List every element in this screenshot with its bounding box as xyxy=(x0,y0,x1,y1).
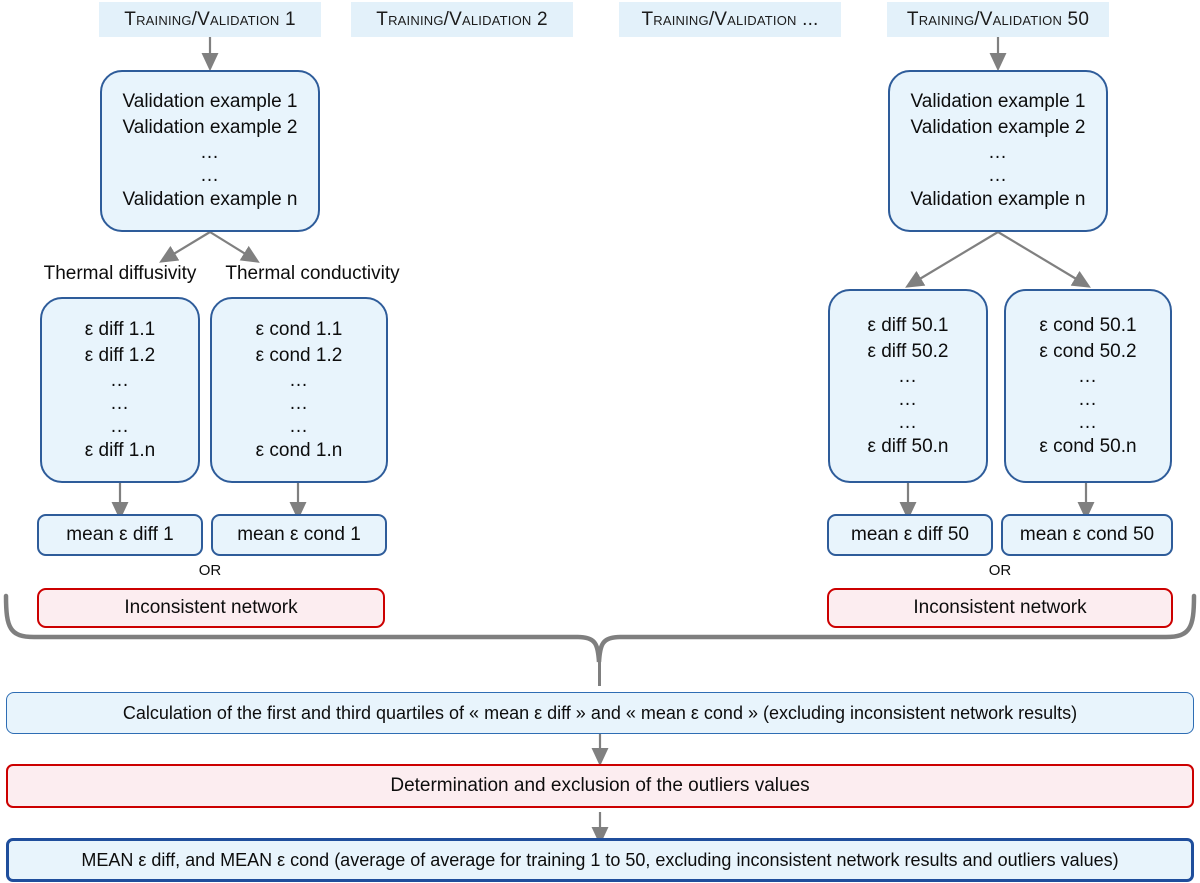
validation-line-ellipsis: … xyxy=(988,142,1008,163)
epsilon-line-ellipsis: … xyxy=(898,365,918,387)
arrow-validation50-to-diff xyxy=(905,231,999,288)
epsilon-line-ellipsis: … xyxy=(110,392,130,414)
mean-eps-diff-box-50[interactable]: mean ε diff 50 xyxy=(827,514,993,556)
epsilon-line-ellipsis: … xyxy=(289,369,309,391)
validation-examples-box-50[interactable]: Validation example 1 Validation example … xyxy=(888,70,1108,232)
epsilon-diff-box-1[interactable]: ε diff 1.1 ε diff 1.2 … … … ε diff 1.n xyxy=(40,297,200,483)
mean-eps-cond-box-1[interactable]: mean ε cond 1 xyxy=(211,514,387,556)
epsilon-line-ellipsis: … xyxy=(110,369,130,391)
epsilon-line: ε diff 1.2 xyxy=(84,344,156,366)
final-mean-result-box[interactable]: MEAN ε diff, and MEAN ε cond (average of… xyxy=(6,838,1194,882)
epsilon-line: ε diff 1.1 xyxy=(84,318,156,340)
or-label-left: OR xyxy=(198,562,222,579)
validation-line: Validation example 1 xyxy=(122,91,298,112)
epsilon-line-ellipsis: … xyxy=(1078,411,1098,433)
epsilon-line: ε diff 50.1 xyxy=(867,314,949,336)
validation-examples-box-1[interactable]: Validation example 1 Validation example … xyxy=(100,70,320,232)
header-training-validation-1[interactable]: Training/Validation 1 xyxy=(99,2,321,37)
mean-eps-diff-box-1[interactable]: mean ε diff 1 xyxy=(37,514,203,556)
epsilon-line: ε cond 50.1 xyxy=(1039,314,1137,336)
validation-line: Validation example 2 xyxy=(910,117,1086,138)
epsilon-line-ellipsis: … xyxy=(110,415,130,437)
validation-line-ellipsis: … xyxy=(200,142,220,163)
epsilon-line-ellipsis: … xyxy=(289,415,309,437)
header-training-validation-50[interactable]: Training/Validation 50 xyxy=(887,2,1109,37)
epsilon-cond-box-50[interactable]: ε cond 50.1 ε cond 50.2 … … … ε cond 50.… xyxy=(1004,289,1172,483)
epsilon-cond-box-1[interactable]: ε cond 1.1 ε cond 1.2 … … … ε cond 1.n xyxy=(210,297,388,483)
label-thermal-conductivity: Thermal conductivity xyxy=(225,263,400,284)
validation-line-ellipsis: … xyxy=(200,165,220,186)
header-training-validation-ellipsis[interactable]: Training/Validation ... xyxy=(619,2,841,37)
validation-line: Validation example n xyxy=(910,189,1086,210)
outlier-exclusion-box[interactable]: Determination and exclusion of the outli… xyxy=(6,764,1194,808)
inconsistent-network-box-left[interactable]: Inconsistent network xyxy=(37,588,385,628)
epsilon-line-ellipsis: … xyxy=(289,392,309,414)
epsilon-line: ε diff 50.2 xyxy=(867,340,949,362)
arrow-validation50-to-cond xyxy=(997,231,1091,288)
validation-line: Validation example 1 xyxy=(910,91,1086,112)
label-thermal-diffusivity: Thermal diffusivity xyxy=(43,263,197,284)
epsilon-line: ε diff 50.n xyxy=(867,435,949,457)
epsilon-line: ε diff 1.n xyxy=(84,439,156,461)
arrow-validation1-to-diff xyxy=(159,231,211,263)
validation-line: Validation example n xyxy=(122,189,298,210)
mean-eps-cond-box-50[interactable]: mean ε cond 50 xyxy=(1001,514,1173,556)
epsilon-line: ε cond 50.n xyxy=(1039,435,1137,457)
or-label-right: OR xyxy=(988,562,1012,579)
validation-line: Validation example 2 xyxy=(122,117,298,138)
inconsistent-network-box-right[interactable]: Inconsistent network xyxy=(827,588,1173,628)
header-training-validation-2[interactable]: Training/Validation 2 xyxy=(351,2,573,37)
epsilon-line-ellipsis: … xyxy=(1078,365,1098,387)
epsilon-line: ε cond 1.n xyxy=(255,439,343,461)
epsilon-line-ellipsis: … xyxy=(898,411,918,433)
epsilon-line: ε cond 1.2 xyxy=(255,344,343,366)
epsilon-line-ellipsis: … xyxy=(898,388,918,410)
validation-line-ellipsis: … xyxy=(988,165,1008,186)
epsilon-line: ε cond 50.2 xyxy=(1039,340,1137,362)
epsilon-diff-box-50[interactable]: ε diff 50.1 ε diff 50.2 … … … ε diff 50.… xyxy=(828,289,988,483)
epsilon-line-ellipsis: … xyxy=(1078,388,1098,410)
arrow-validation1-to-cond xyxy=(209,231,260,263)
quartile-calculation-box[interactable]: Calculation of the first and third quart… xyxy=(6,692,1194,734)
epsilon-line: ε cond 1.1 xyxy=(255,318,343,340)
